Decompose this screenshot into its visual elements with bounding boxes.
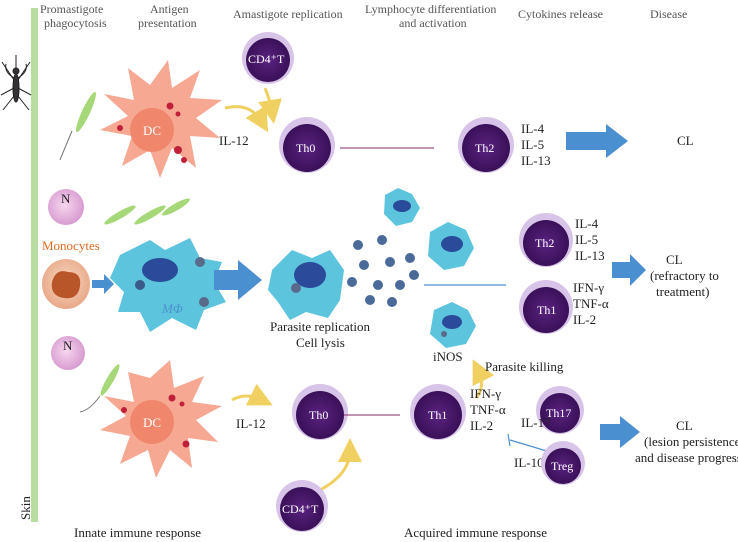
top-cytokine-3: IL-13 — [521, 153, 551, 168]
middle-th1-cytokine-3: IL-2 — [573, 312, 596, 327]
th1-cell-bottom — [410, 384, 466, 440]
header-cytokines: Cytokines release — [518, 7, 603, 21]
mosquito-icon — [0, 55, 32, 111]
il17-label: IL-17 — [521, 415, 551, 430]
header-antigen-line2: presentation — [138, 16, 197, 30]
il12-top: IL-12 — [219, 133, 249, 148]
neutrophil-bottom-label: N — [63, 338, 73, 353]
neutrophil-bottom — [51, 336, 85, 370]
amastigotes-cluster — [347, 235, 419, 307]
macrophage-right-top — [384, 188, 420, 226]
middle-disease-line1: CL — [666, 252, 683, 267]
promastigote-icon — [59, 91, 96, 161]
monocytes-label: Monocytes — [42, 238, 100, 253]
promastigotes-middle — [104, 198, 190, 225]
th1-bottom-label: Th1 — [428, 408, 447, 422]
header-antigen-line1: Antigen — [150, 2, 189, 16]
th1-middle-label: Th1 — [537, 303, 556, 317]
innate-label: Innate immune response — [74, 525, 201, 540]
bottom-disease-arrow — [600, 416, 640, 448]
bottom-th1-cytokine-1: IFN-γ — [470, 386, 501, 401]
il10-label: IL-10 — [514, 455, 544, 470]
bottom-disease-line3: and disease progress) — [635, 450, 738, 465]
cd4-bottom-arrow — [319, 438, 362, 492]
header-lymphocyte-line2: and activation — [399, 16, 467, 30]
header-amastigote: Amastigote replication — [233, 7, 343, 21]
header-lymphocyte-line1: Lymphocyte differentiation — [365, 2, 496, 16]
infected-macrophage — [268, 250, 344, 320]
skin-bar — [31, 8, 38, 522]
neutrophil-top — [48, 189, 84, 225]
killing-arrow — [472, 359, 495, 399]
skin-label: Skin — [18, 496, 33, 520]
dc-bottom-arrow — [231, 383, 273, 406]
macrophage-right-middle — [428, 222, 474, 270]
middle-disease-line3: treatment) — [656, 284, 709, 299]
neutrophil-top-label: N — [61, 191, 71, 206]
monocyte-arrow — [92, 274, 114, 294]
middle-disease-line2: (refractory to — [650, 268, 719, 283]
dc-to-th0-arrow — [224, 105, 269, 133]
header-disease: Disease — [650, 7, 687, 21]
cd4-t-cell-top — [242, 32, 294, 84]
inos-label: iNOS — [433, 349, 463, 364]
top-cytokine-2: IL-5 — [521, 137, 544, 152]
header-promastigote-line1: Promastigote — [40, 2, 103, 16]
bottom-disease-line1: CL — [676, 418, 693, 433]
dc-top-label: DC — [143, 123, 161, 138]
treg-label: Treg — [551, 459, 573, 473]
acquired-label: Acquired immune response — [404, 525, 547, 540]
macrophage-arrow — [214, 260, 262, 300]
cd4-t-cell-bottom — [276, 480, 328, 532]
parasite-line1: Parasite replication — [270, 319, 370, 334]
dendritic-cell-bottom — [100, 360, 222, 478]
middle-disease-arrow — [612, 254, 646, 286]
th17-label: Th17 — [546, 406, 571, 420]
macrophage-inos — [430, 302, 476, 348]
th2-cell-middle — [519, 213, 573, 267]
th17-cell — [536, 386, 584, 434]
bottom-th1-cytokine-3: IL-2 — [470, 418, 493, 433]
treg-inhibition-line — [509, 439, 551, 453]
il12-bottom: IL-12 — [236, 416, 266, 431]
th0-cell-top — [279, 117, 335, 173]
cd4-bottom-label: CD4⁺T — [282, 502, 319, 516]
top-disease: CL — [677, 133, 694, 148]
treg-cell — [541, 441, 585, 485]
monocyte-cell — [42, 259, 90, 309]
th2-top-label: Th2 — [475, 141, 494, 155]
treg-inhibition-bar — [507, 433, 511, 447]
parasite-line2: Cell lysis — [296, 335, 345, 350]
th2-middle-label: Th2 — [535, 236, 554, 250]
dendritic-cell-top — [100, 60, 222, 178]
th0-top-label: Th0 — [296, 141, 315, 155]
top-cytokine-1: IL-4 — [521, 121, 545, 136]
bottom-th1-cytokine-2: TNF-α — [470, 402, 506, 417]
middle-th1-cytokine-2: TNF-α — [573, 296, 609, 311]
th2-cell-top — [458, 117, 514, 173]
middle-th1-cytokine-1: IFN-γ — [573, 280, 604, 295]
th0-cell-bottom — [292, 384, 348, 440]
promastigote-bottom — [79, 364, 120, 413]
macrophage-label: MΦ — [161, 301, 183, 316]
header-promastigote-line2: phagocytosis — [44, 16, 107, 30]
th0-bottom-label: Th0 — [309, 408, 328, 422]
cd4-top-label: CD4⁺T — [248, 52, 285, 66]
th1-cell-middle — [519, 280, 573, 334]
middle-th2-cytokine-3: IL-13 — [575, 248, 605, 263]
top-disease-arrow — [566, 124, 628, 158]
killing-label: Parasite killing — [485, 359, 564, 374]
middle-th2-cytokine-2: IL-5 — [575, 232, 598, 247]
cd4-to-th0-arrow — [258, 87, 282, 124]
dc-bottom-label: DC — [143, 415, 161, 430]
macrophage-cell — [110, 238, 226, 332]
bottom-disease-line2: (lesion persistence — [644, 434, 738, 449]
middle-th2-cytokine-1: IL-4 — [575, 216, 599, 231]
